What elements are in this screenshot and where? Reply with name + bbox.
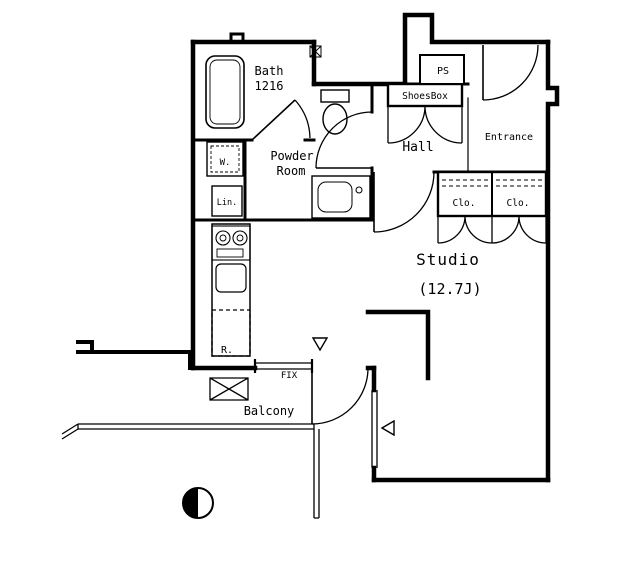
fix-window-label: FIX [281,371,298,381]
stove [211,225,251,261]
bathtub-inner [209,59,241,125]
wall-studio-partition-stub [365,309,431,381]
toilet-bowl [322,103,348,135]
entrance-door-arc [482,44,539,101]
balcony-label: Balcony [244,404,295,418]
side-window-marker-icon [380,419,395,437]
outer-walls [76,12,560,483]
hall-label: Hall [402,140,433,155]
wall-top-notch [229,32,245,44]
vanity-counter [311,175,371,219]
wall-top-block [402,12,551,87]
markers [182,337,395,519]
studio-label: Studio [416,250,480,269]
shoesbox-door-leaves [387,106,463,143]
labels: Bath 1216 Powder Room Hall PS ShoesBox E… [217,64,533,418]
linen-label: Lin. [217,198,237,208]
toilet-tank [320,89,350,103]
balcony-railing [77,423,320,519]
bath-label: Bath [255,64,284,78]
wall-outside-left [76,340,192,370]
shoesbox-door-arcs [387,105,463,144]
powder-room-label-line1: Powder [270,149,313,163]
bath-door-leaf [251,99,296,141]
closet-door-arcs [437,215,547,244]
wall-right-with-jog [545,39,560,483]
hall-studio-door-arc [373,171,435,233]
washer-box-inner [210,145,240,173]
ac-unit-crossed-box [209,377,249,401]
closet-door-leaves [437,216,547,243]
shoesbox-label: ShoesBox [402,91,448,102]
bathtub [205,55,245,129]
stove-burner-left [215,230,231,246]
entrance-label: Entrance [485,132,533,143]
balcony-door-marker-icon [311,337,329,352]
balcony-door-arc [311,367,369,425]
compass-north-fill [183,488,198,518]
stove-burner-left-inner [219,234,227,242]
vanity-faucet [355,186,363,194]
washer-label: W. [220,158,231,168]
fixtures [61,45,548,519]
vanity-basin [317,181,353,213]
extension-window [371,390,378,468]
fix-window-jambs [253,359,314,373]
powder-door-arc [315,111,373,169]
closet-left-label: Clo. [453,198,476,209]
washer-box [206,141,244,177]
vent-icon [309,45,322,58]
balcony-railing-end-ticks [61,423,79,440]
refrigerator-label: R. [221,345,233,356]
linen-box [211,185,243,217]
closet-hanger-rods [442,179,542,187]
powder-room-label-line2: Room [277,164,306,178]
stove-grill [216,248,244,258]
ps-box [419,54,465,85]
ps-label: PS [437,66,449,77]
stove-burner-right-inner [236,234,244,242]
fix-window [255,362,312,370]
bath-size-label: 1216 [255,79,284,93]
kitchen-counter [211,223,251,357]
closet-right-label: Clo. [507,198,530,209]
kitchen-sink [215,263,247,293]
bath-door-arc [294,99,311,139]
studio-size-label: (12.7J) [418,280,481,298]
stove-burner-right [232,230,248,246]
doors [251,44,547,425]
